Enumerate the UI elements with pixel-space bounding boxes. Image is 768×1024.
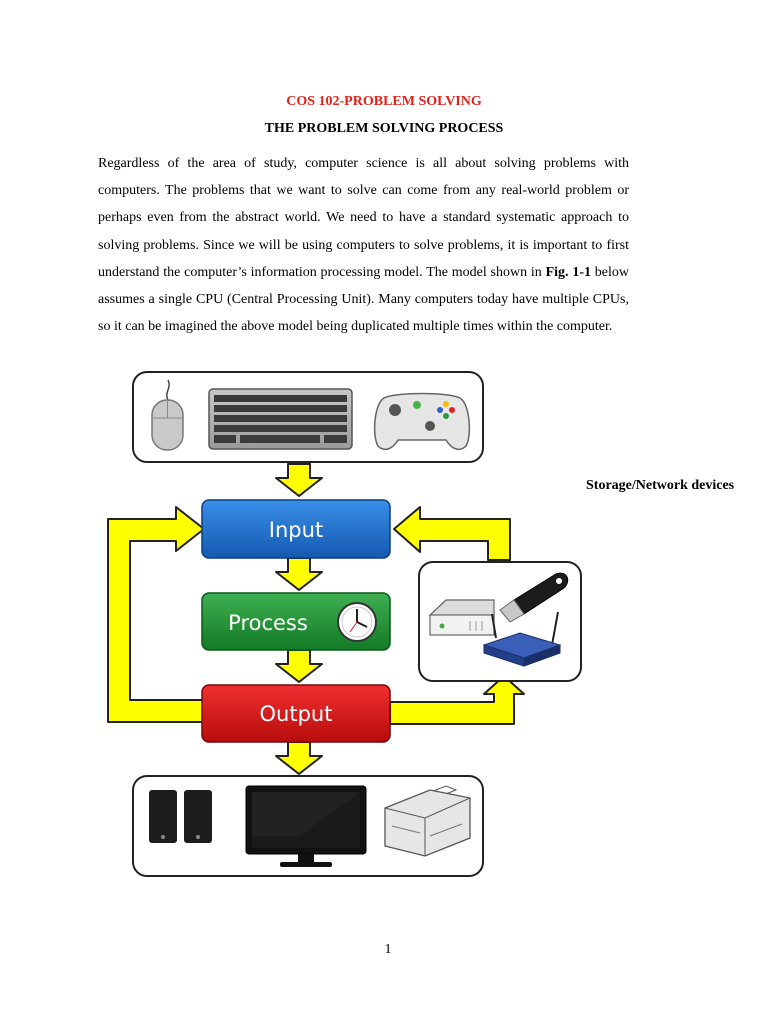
left-loop-arrow [107, 506, 205, 723]
paragraph-text-2: below assumes a single CPU (Central Proc… [98, 264, 630, 335]
arrow-process-to-output [275, 649, 323, 683]
printer-icon [384, 785, 471, 857]
speakers-icon [149, 790, 212, 843]
input-label: Input [269, 518, 323, 542]
input-box: Input [201, 499, 391, 559]
output-label: Output [260, 702, 333, 726]
storage-to-input-arrow [393, 506, 511, 561]
course-title: COS 102-PROBLEM SOLVING [286, 94, 482, 109]
figure-reference: Fig. 1-1 [545, 264, 591, 280]
arrow-output-to-devices [275, 741, 323, 775]
arrow-devices-to-input [275, 463, 323, 497]
hard-drive-icon [428, 599, 495, 636]
monitor-icon [245, 785, 367, 867]
process-label: Process [228, 611, 308, 635]
paragraph-text-1: Regardless of the area of study, compute… [98, 156, 629, 280]
mouse-icon [151, 379, 184, 451]
storage-network-panel [418, 561, 582, 682]
feedback-arrows [107, 463, 525, 775]
router-icon [482, 611, 562, 667]
storage-network-label: Storage/Network devices [586, 478, 735, 493]
clock-icon [337, 602, 377, 642]
arrow-input-to-process [275, 557, 323, 591]
process-box: Process [201, 592, 391, 651]
page-number: 1 [384, 942, 392, 957]
keyboard-icon [208, 388, 353, 450]
output-box: Output [201, 684, 391, 743]
section-title: THE PROBLEM SOLVING PROCESS [264, 121, 504, 136]
intro-paragraph: Regardless of the area of study, compute… [98, 150, 629, 340]
input-devices-panel [132, 371, 484, 463]
usb-drive-icon [499, 572, 569, 623]
output-to-storage-arrow [389, 675, 525, 725]
output-devices-panel [132, 775, 484, 877]
game-controller-icon [373, 392, 471, 451]
